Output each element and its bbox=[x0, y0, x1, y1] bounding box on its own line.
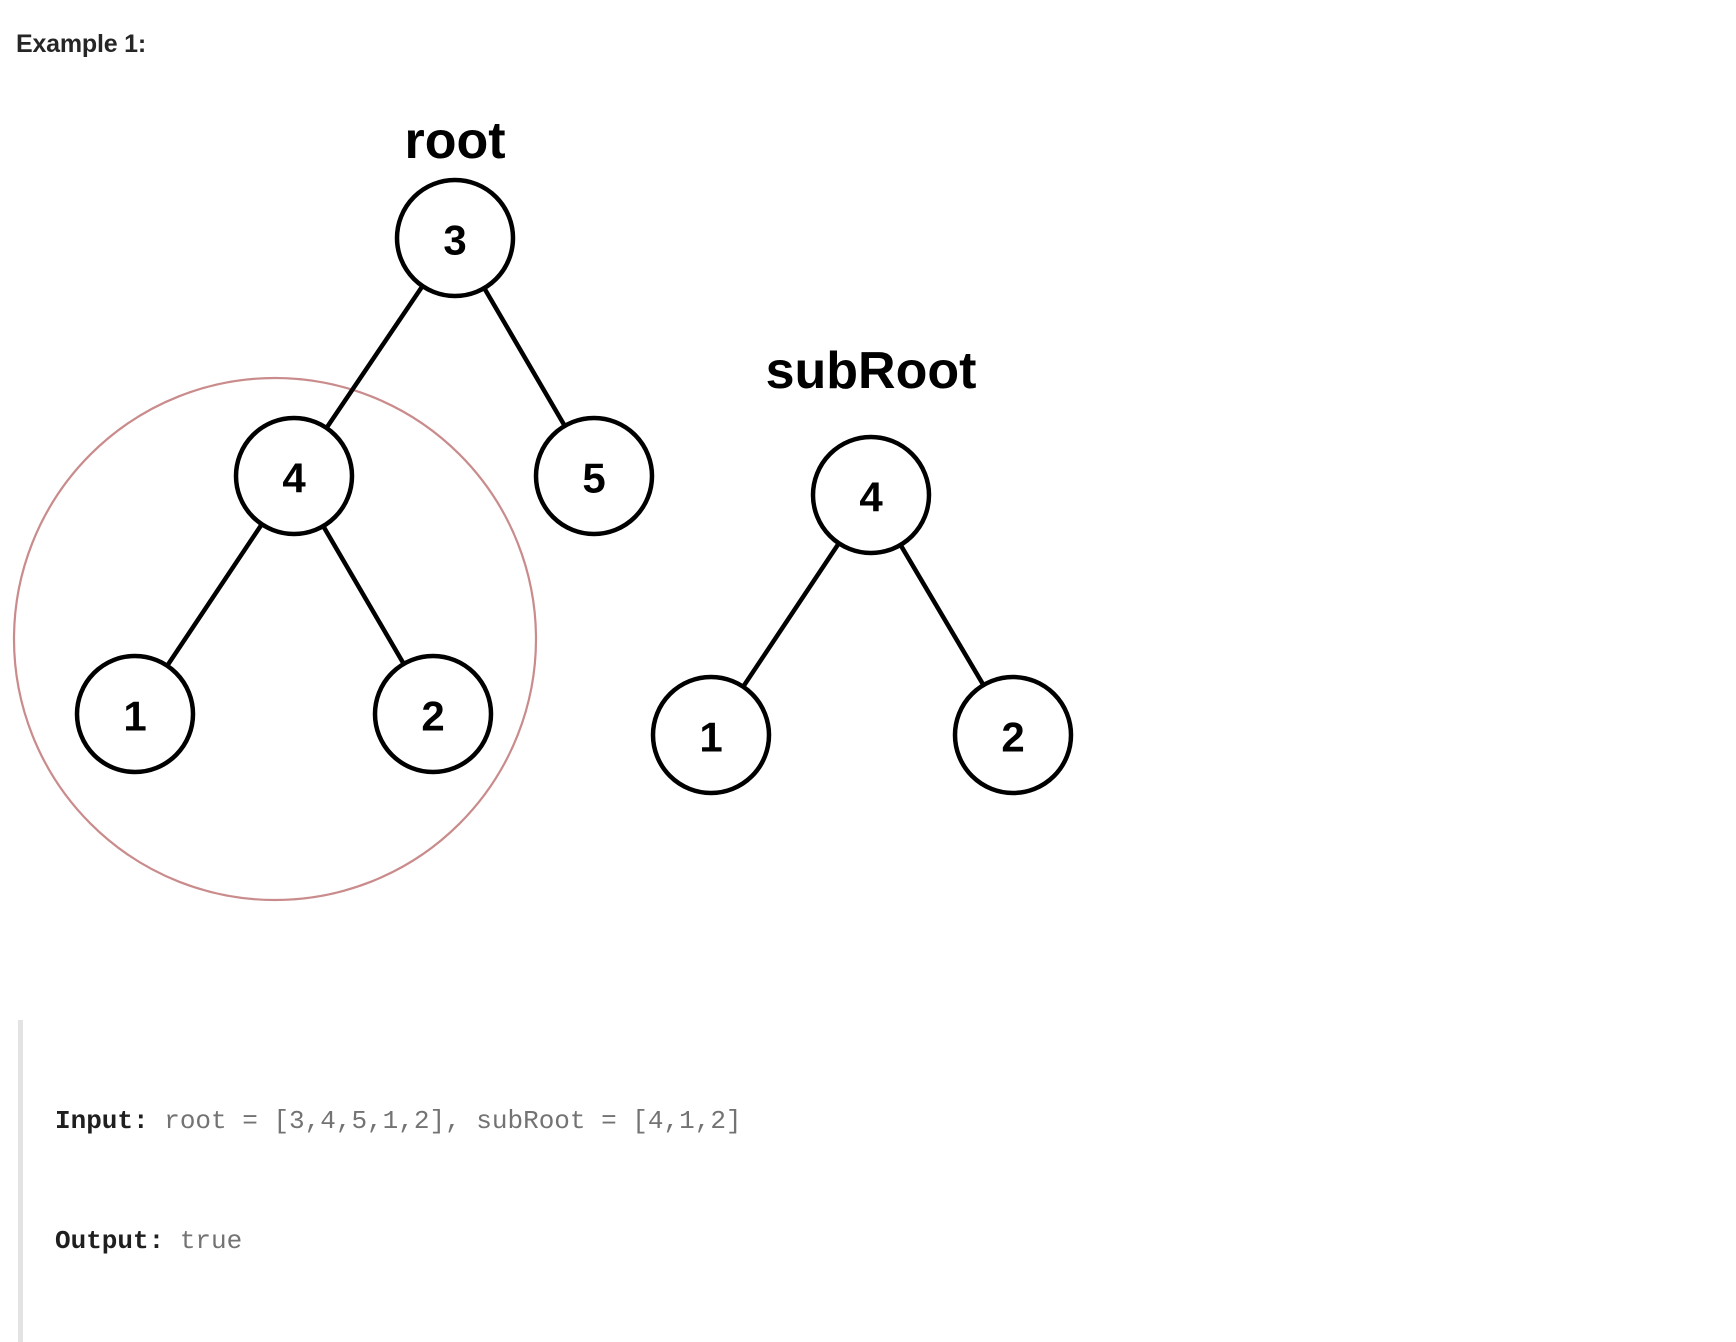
code-line-input: Input: root = [3,4,5,1,2], subRoot = [4,… bbox=[55, 1101, 742, 1141]
tree-node-sub-2: 2 bbox=[952, 674, 1074, 796]
tree-label-root: root bbox=[404, 112, 505, 170]
node-value-root-5: 5 bbox=[582, 455, 605, 502]
tree-node-root-5: 5 bbox=[533, 415, 655, 537]
input-label: Input: bbox=[55, 1105, 149, 1136]
code-line-output: Output: true bbox=[55, 1221, 742, 1261]
tree-label-subroot: subRoot bbox=[766, 342, 977, 400]
node-value-root-1: 1 bbox=[123, 693, 146, 740]
tree-edge-root-4-to-root-2 bbox=[320, 523, 407, 667]
highlight-layer bbox=[12, 376, 538, 902]
tree-edge-sub-4-to-sub-1 bbox=[740, 540, 842, 690]
node-value-sub-2: 2 bbox=[1001, 714, 1024, 761]
output-value: true bbox=[164, 1226, 243, 1257]
tree-edge-sub-4-to-sub-2 bbox=[897, 542, 987, 688]
tree-node-sub-1: 1 bbox=[650, 674, 772, 796]
tree-edge-root-3-to-root-5 bbox=[481, 285, 568, 429]
node-circle-sub-4 bbox=[810, 434, 932, 556]
example-page: Example 1: 3 4 5 1 2 4 1 2 root subRoot Input: … bbox=[0, 30, 1736, 1342]
node-circle-root-5 bbox=[533, 415, 655, 537]
edges-layer bbox=[164, 283, 987, 690]
nodes-layer: 3 4 5 1 2 4 1 2 bbox=[74, 177, 1074, 796]
node-circle-root-1 bbox=[74, 653, 196, 775]
node-circle-sub-1 bbox=[650, 674, 772, 796]
input-value: root = [3,4,5,1,2], subRoot = [4,1,2] bbox=[148, 1105, 742, 1136]
node-value-sub-4: 4 bbox=[859, 474, 883, 521]
tree-diagram-figure: 3 4 5 1 2 4 1 2 root subRoot bbox=[0, 80, 1736, 930]
node-circle-root-3 bbox=[394, 177, 516, 299]
tree-edge-root-3-to-root-4 bbox=[323, 283, 426, 431]
tree-edge-root-4-to-root-1 bbox=[164, 521, 265, 669]
tree-node-root-4: 4 bbox=[233, 415, 355, 537]
node-circle-sub-2 bbox=[952, 674, 1074, 796]
output-label: Output: bbox=[55, 1226, 165, 1257]
labels-layer: root subRoot bbox=[404, 112, 976, 400]
node-value-root-2: 2 bbox=[421, 693, 444, 740]
node-circle-root-2 bbox=[372, 653, 494, 775]
tree-node-sub-4: 4 bbox=[810, 434, 932, 556]
node-value-sub-1: 1 bbox=[699, 714, 722, 761]
node-circle-root-4 bbox=[233, 415, 355, 537]
node-value-root-3: 3 bbox=[443, 217, 466, 264]
page-title: Example 1: bbox=[16, 30, 147, 58]
tree-node-root-2: 2 bbox=[372, 653, 494, 775]
tree-node-root-3: 3 bbox=[394, 177, 516, 299]
subtree-highlight-circle bbox=[12, 376, 538, 902]
node-value-root-4: 4 bbox=[282, 455, 306, 502]
tree-diagram-svg: 3 4 5 1 2 4 1 2 root subRoot bbox=[12, 112, 1074, 902]
tree-node-root-1: 1 bbox=[74, 653, 196, 775]
example-code-block: Input: root = [3,4,5,1,2], subRoot = [4,… bbox=[18, 1020, 742, 1342]
